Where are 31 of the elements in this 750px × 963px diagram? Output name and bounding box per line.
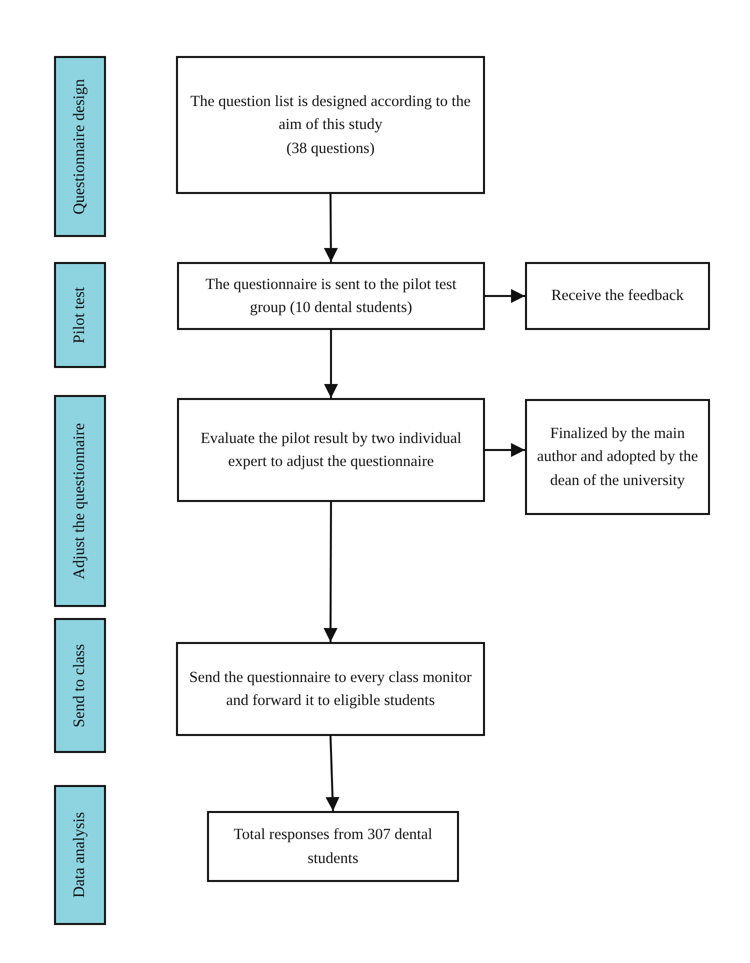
process-box bbox=[176, 56, 485, 194]
stage-label-box bbox=[54, 618, 106, 753]
stage-label-box bbox=[54, 395, 106, 607]
step-text: Total responses from 307 dental students bbox=[232, 825, 434, 868]
stage-label: Send to class bbox=[71, 644, 89, 728]
step-text: The questionnaire is sent to the pilot test group (10 dental students) bbox=[204, 274, 458, 318]
process-box bbox=[525, 399, 710, 515]
process-box bbox=[176, 642, 485, 736]
stage-label-box bbox=[54, 785, 106, 925]
arrow bbox=[485, 289, 525, 303]
process-box bbox=[177, 398, 485, 502]
arrow bbox=[324, 330, 338, 398]
arrow bbox=[485, 443, 525, 457]
step-text: Finalized by the main author and adopted by the dean of the university bbox=[537, 424, 698, 491]
stage-label-box bbox=[54, 56, 106, 237]
arrow bbox=[324, 194, 338, 262]
step-text: Evaluate the pilot result by two individual expert to adjust the questionnaire bbox=[200, 428, 462, 472]
process-box bbox=[525, 262, 710, 330]
stage-label: Data analysis bbox=[71, 812, 89, 898]
process-box bbox=[177, 262, 485, 330]
step-text: The question list is designed according to the aim of this study bbox=[189, 92, 472, 136]
stage-label: Pilot test bbox=[71, 286, 89, 344]
stage-label: Questionnaire design bbox=[71, 78, 89, 214]
step-text: (38 questions) bbox=[286, 138, 375, 159]
step-text: Receive the feedback bbox=[551, 286, 684, 306]
stage-label: Adjust the questionnaire bbox=[71, 422, 89, 580]
process-box bbox=[207, 811, 459, 882]
stage-label-box bbox=[54, 262, 106, 368]
arrow bbox=[324, 502, 338, 642]
arrow bbox=[326, 736, 340, 812]
step-text: Send the questionnaire to every class monitor and forward it to eligible students bbox=[188, 668, 473, 711]
